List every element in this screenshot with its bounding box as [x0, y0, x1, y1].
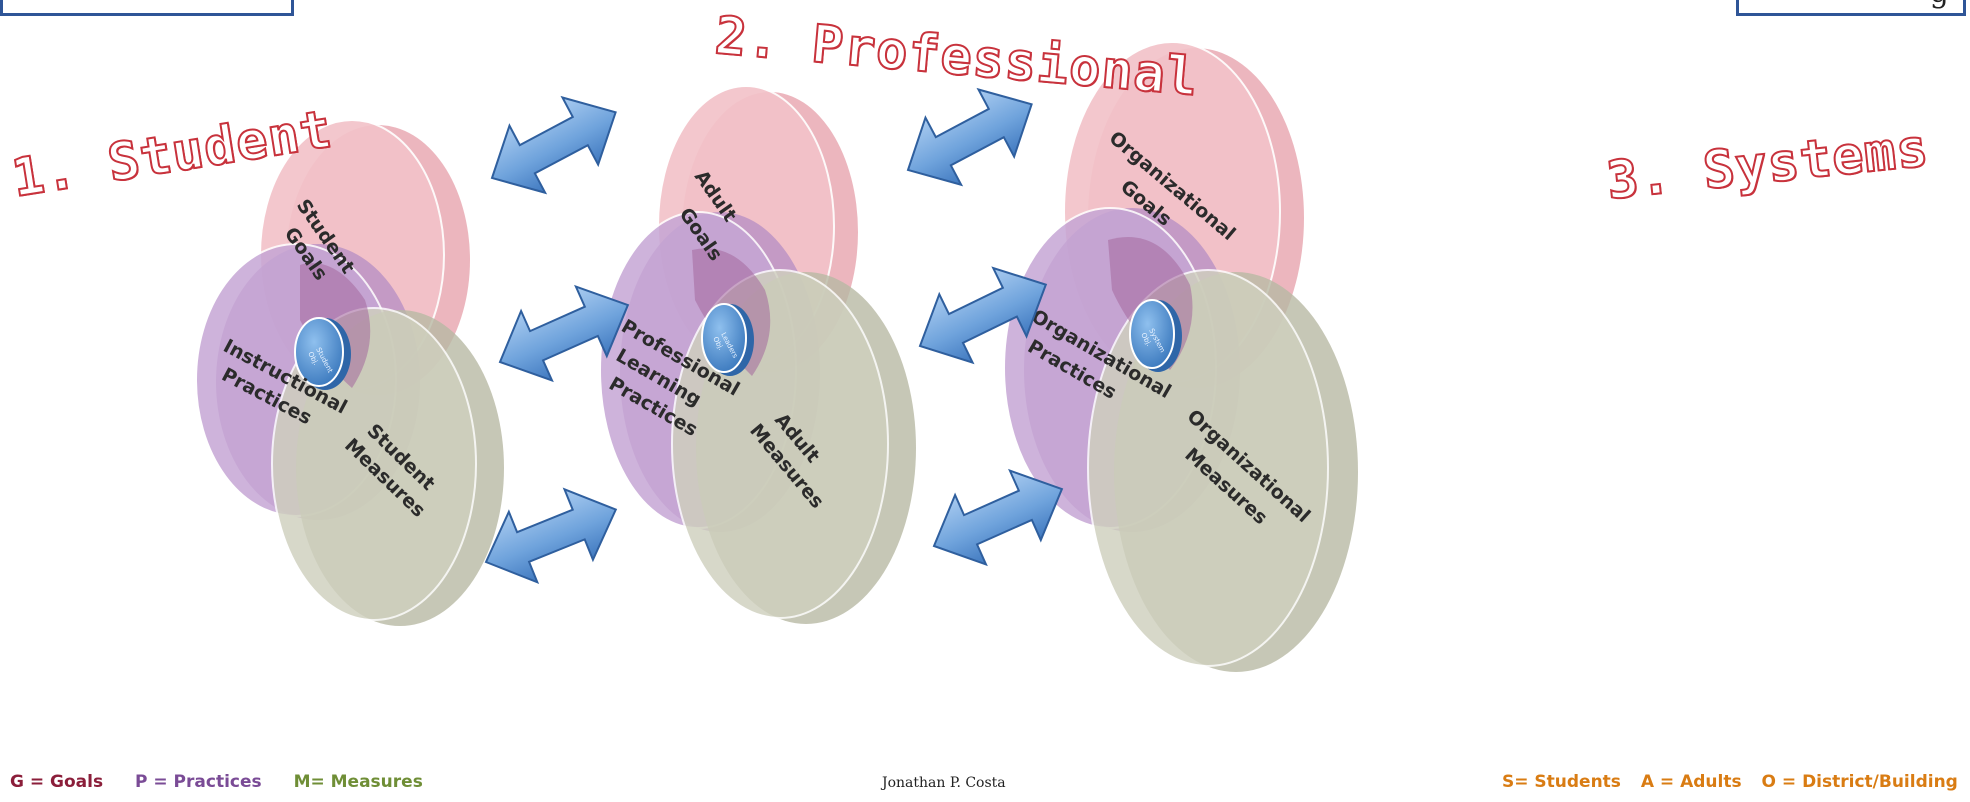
student-venn: Student Obj. Student Goals Instructional…	[195, 119, 504, 626]
legend-sao: S= Students A = Adults O = District/Buil…	[1502, 772, 1958, 792]
author-credit: Jonathan P. Costa	[882, 775, 1006, 791]
legend-district: O = District/Building	[1761, 772, 1958, 792]
legend-goals: G = Goals	[10, 772, 104, 792]
legend-adults: A = Adults	[1640, 772, 1742, 792]
top-left-frame	[0, 0, 294, 16]
top-right-frame: g	[1736, 0, 1966, 16]
systems-center-disk: System Obj.	[1129, 299, 1182, 372]
top-right-partial-text: g	[1930, 0, 1949, 10]
student-center-disk: Student Obj.	[294, 317, 351, 390]
professional-venn: Leaders Obj. Adult Goals Professional Le…	[599, 85, 916, 624]
systems-venn: System Obj. Organizational Goals Organiz…	[1003, 41, 1358, 672]
student-measures-disk	[271, 307, 504, 626]
professional-center-disk: Leaders Obj.	[701, 303, 754, 376]
legend-students: S= Students	[1502, 772, 1621, 792]
legend-measures: M= Measures	[293, 772, 423, 792]
arrow-left-top	[473, 77, 635, 213]
legend-practices: P = Practices	[135, 772, 262, 792]
systems-measures-disk	[1087, 269, 1358, 672]
legend-gpm: G = Goals P = Practices M= Measures	[10, 772, 423, 792]
